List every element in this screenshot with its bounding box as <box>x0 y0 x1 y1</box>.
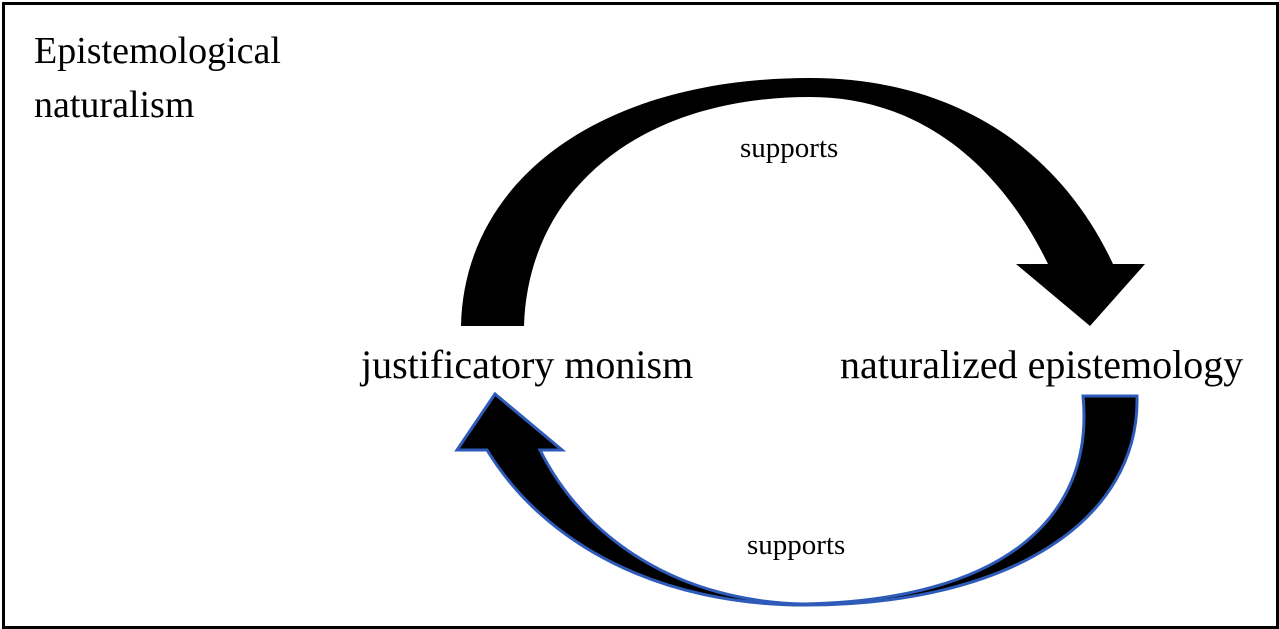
title-line-1: Epistemological <box>34 30 281 72</box>
diagram-title: Epistemological naturalism <box>34 24 281 132</box>
node-justificatory-monism: justificatory monism <box>361 342 694 387</box>
bottom-supports-arrow <box>454 391 1139 607</box>
edge-label-bottom: supports <box>747 529 846 561</box>
top-supports-arrow <box>461 78 1145 326</box>
edge-label-top: supports <box>740 132 839 164</box>
title-line-2: naturalism <box>34 84 195 126</box>
node-naturalized-epistemology: naturalized epistemology <box>840 342 1244 387</box>
